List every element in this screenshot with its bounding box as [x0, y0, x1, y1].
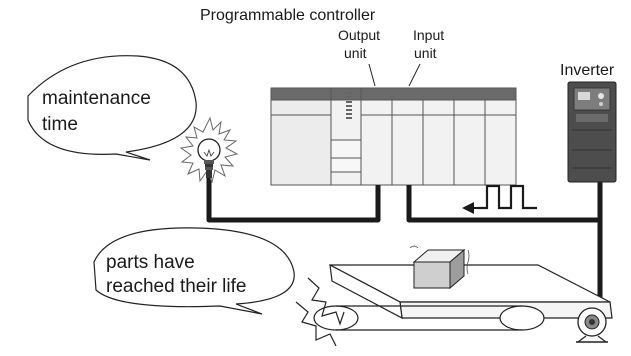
conveyor-icon [313, 263, 613, 331]
parts-callout [93, 227, 295, 315]
plc-cpu-indicators [346, 92, 352, 119]
lamp-icon [197, 138, 221, 178]
maintenance-callout [27, 55, 197, 161]
motor-icon [576, 307, 608, 343]
lamp-cable [206, 178, 381, 223]
signal-cable [406, 182, 603, 223]
output-unit-label-line2: unit [344, 45, 367, 61]
inverter-label: Inverter [560, 62, 615, 79]
box-icon [409, 245, 470, 290]
input-unit-label-line2: unit [414, 45, 437, 61]
input-unit-pointer [408, 63, 421, 87]
signal-direction-arrow [462, 202, 483, 214]
output-unit-label-line1: Output [338, 27, 380, 43]
input-unit-label-line1: Input [413, 27, 444, 43]
plc-rack [270, 87, 517, 186]
plc-title: Programmable controller [200, 7, 376, 24]
maintenance-callout-line1: maintenance [42, 88, 151, 109]
lamp-glow [179, 116, 239, 184]
belt-burst [295, 277, 345, 347]
parts-callout-line2: reached their life [106, 276, 246, 297]
inverter-icon [567, 81, 617, 183]
pulse-signal-icon [478, 184, 537, 210]
output-unit-pointer [368, 63, 376, 87]
maintenance-callout-line2: time [42, 114, 78, 135]
parts-callout-line1: parts have [106, 252, 195, 273]
